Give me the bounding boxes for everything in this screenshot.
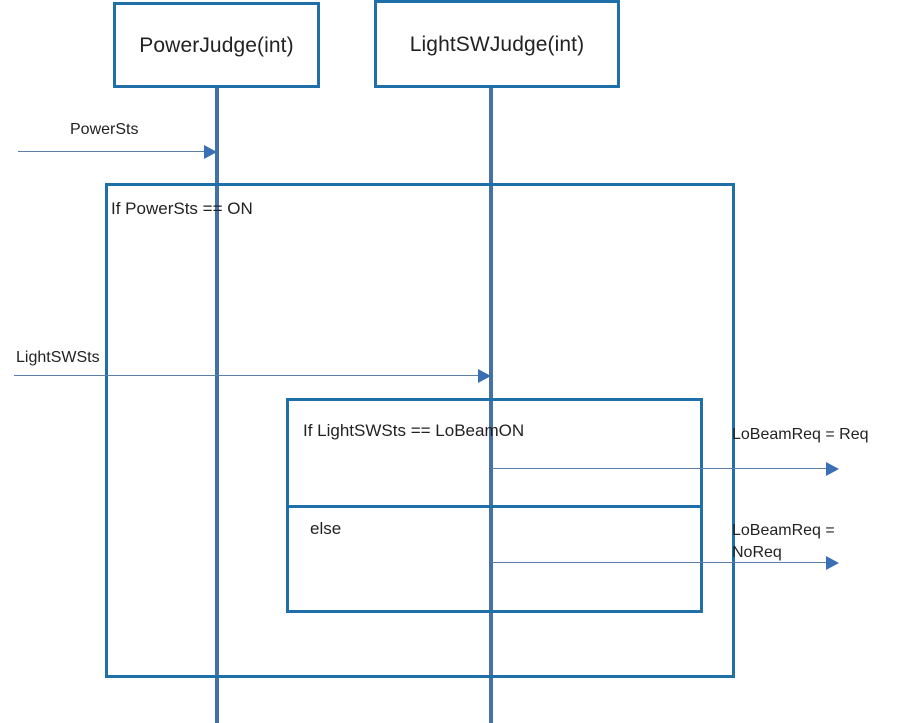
fragment-if-powersts: [105, 183, 735, 678]
message-label-lobeamreq-noreq-line2: NoReq: [732, 544, 782, 561]
message-arrowhead-lightswsts: [478, 369, 491, 383]
lifeline-lightswjudge: [489, 86, 493, 723]
message-line-lightswsts: [14, 375, 478, 376]
participant-lightswjudge[interactable]: LightSWJudge(int): [374, 0, 620, 88]
message-line-lobeamreq-noreq: [491, 562, 826, 563]
fragment-label-else: else: [310, 519, 342, 538]
fragment-label-if-powersts: If PowerSts == ON: [111, 199, 253, 218]
message-line-lobeamreq-req: [491, 468, 826, 469]
message-arrowhead-lobeamreq-noreq: [826, 556, 839, 570]
fragment-label-if-lightswsts: If LightSWSts == LoBeamON: [303, 421, 525, 440]
participant-powerjudge-label: PowerJudge(int): [139, 33, 294, 57]
message-line-powersts: [18, 151, 214, 152]
participant-powerjudge[interactable]: PowerJudge(int): [113, 2, 320, 88]
message-arrowhead-powersts: [204, 145, 217, 159]
message-label-lobeamreq-req: LoBeamReq = Req: [732, 426, 869, 443]
message-arrowhead-lobeamreq-req: [826, 462, 839, 476]
message-label-powersts: PowerSts: [70, 121, 139, 138]
participant-lightswjudge-label: LightSWJudge(int): [409, 32, 585, 56]
message-label-lobeamreq-noreq-line1: LoBeamReq =: [732, 522, 835, 539]
message-label-lightswsts: LightSWSts: [16, 349, 100, 366]
fragment-divider-else: [286, 505, 703, 508]
lifeline-powerjudge: [215, 86, 219, 723]
